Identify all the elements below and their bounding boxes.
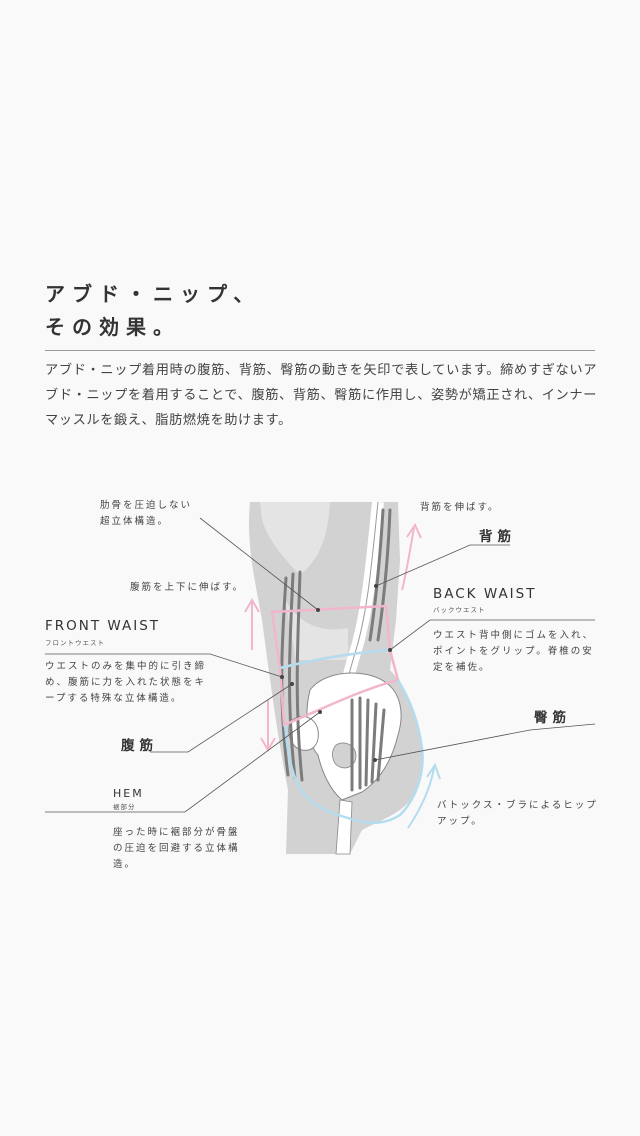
title-line-2: その効果。 bbox=[45, 315, 180, 339]
hem-block: HEM 裾部分 座った時に裾部分が骨盤の圧迫を回避する立体構造。 bbox=[113, 787, 253, 873]
back-waist-title: BACK WAIST bbox=[433, 586, 537, 602]
hem-kana: 裾部分 bbox=[113, 803, 136, 811]
title-line-1: アブド・ニップ、 bbox=[45, 282, 261, 306]
label-back: 背筋 bbox=[479, 529, 516, 545]
glute-muscles bbox=[350, 696, 386, 792]
front-waist-block: FRONT WAIST フロントウエスト ウエストのみを集中的に引き締め、腹筋に… bbox=[45, 618, 245, 707]
front-waist-kana: フロントウエスト bbox=[45, 639, 105, 647]
hem-title: HEM bbox=[113, 787, 144, 800]
leader-dots bbox=[280, 584, 392, 762]
label-back-stretch: 背筋を伸ばす。 bbox=[420, 502, 500, 513]
page-title: アブド・ニップ、 その効果。 bbox=[45, 278, 345, 344]
back-waist-kana: バックウエスト bbox=[433, 606, 486, 614]
back-muscles bbox=[368, 508, 392, 642]
leader-lines bbox=[45, 517, 596, 813]
hem-desc: 座った時に裾部分が骨盤の圧迫を回避する立体構造。 bbox=[113, 827, 240, 870]
label-rib-support: 肋骨を圧迫しない超立体構造。 bbox=[100, 500, 193, 527]
title-divider bbox=[45, 350, 595, 351]
front-waist-desc: ウエストのみを集中的に引き締め、腹筋に力を入れた状態をキープする特殊な立体構造。 bbox=[45, 661, 207, 704]
label-abs: 腹筋 bbox=[121, 738, 158, 754]
motion-arrows bbox=[244, 522, 441, 829]
label-hip-up: バトックス・ブラによるヒップアップ。 bbox=[437, 800, 598, 827]
back-waist-block: BACK WAIST バックウエスト ウエスト背中側にゴムを入れ、ポイントをグリ… bbox=[433, 586, 603, 676]
label-glutes: 臀筋 bbox=[534, 710, 571, 726]
intro-text: アブド・ニップ着用時の腹筋、背筋、臀筋の動きを矢印で表しています。締めすぎないア… bbox=[45, 363, 597, 428]
abdominal-muscles bbox=[280, 570, 304, 782]
label-abs-stretch: 腹筋を上下に伸ばす。 bbox=[130, 582, 245, 593]
back-waist-desc: ウエスト背中側にゴムを入れ、ポイントをグリップ。脊椎の安定を補佐。 bbox=[433, 630, 595, 673]
front-waist-title: FRONT WAIST bbox=[45, 618, 161, 634]
